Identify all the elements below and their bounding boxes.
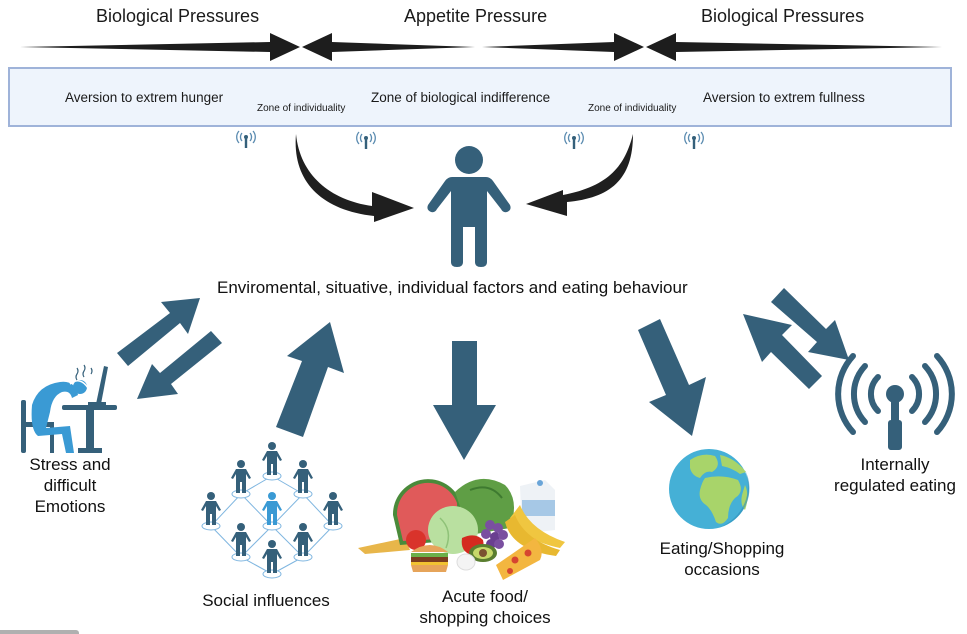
- header-right-title: Biological Pressures: [701, 6, 865, 26]
- band-segment-biological-indifference: Zone of biological indifference: [371, 90, 551, 105]
- arrow-social-to-center: [276, 322, 344, 437]
- antenna-signal-icon: [835, 353, 955, 450]
- band-segment-extreme-hunger: Aversion to extrem hunger: [65, 90, 224, 105]
- social-person-icon: [201, 492, 221, 531]
- factor-food-line1: Acute food/: [441, 587, 528, 606]
- factor-social-label: Social influences: [186, 590, 346, 611]
- curved-arrow-left: [295, 134, 414, 222]
- social-link: [271, 493, 304, 527]
- antenna-small-icon: [564, 131, 584, 149]
- header-left-title: Biological Pressures: [96, 6, 260, 26]
- social-person-icon: [231, 460, 251, 499]
- antenna-small-icon: [236, 130, 256, 148]
- pressure-arrow-appetite-left: [302, 33, 475, 61]
- factor-stress-line2: difficult: [43, 476, 97, 495]
- food-assortment-icon: [358, 478, 565, 580]
- arrow-center-to-occasions: [638, 319, 706, 436]
- factor-stress-label: Stress and difficult Emotions: [10, 454, 130, 517]
- arrow-stress-to-center: [117, 298, 200, 366]
- antenna-small-icon: [356, 131, 376, 149]
- factor-stress-line3: Emotions: [34, 497, 106, 516]
- arrow-center-to-food: [433, 341, 496, 460]
- curved-arrow-right: [526, 134, 633, 216]
- social-person-icon: [262, 492, 282, 531]
- factor-stress-line1: Stress and: [29, 455, 111, 474]
- pressure-arrow-left-biological: [20, 33, 300, 61]
- antenna-small-icon: [684, 131, 704, 149]
- factor-occasions-label: Eating/Shopping occasions: [642, 538, 802, 580]
- globe-icon: [669, 449, 750, 529]
- arrow-center-to-stress: [137, 331, 222, 399]
- social-person-icon: [293, 460, 313, 499]
- factor-occasions-line2: occasions: [684, 560, 760, 579]
- factor-internal-line1: Internally: [860, 455, 930, 474]
- social-person-icon: [231, 523, 251, 562]
- central-factors-label: Enviromental, situative, individual fact…: [217, 278, 688, 297]
- band-segment-individuality-right: Zone of individuality: [588, 103, 677, 114]
- social-link: [240, 493, 273, 527]
- pressure-arrow-right-biological: [646, 33, 942, 61]
- stressed-person-at-desk-icon: [21, 364, 117, 453]
- factor-internal-line2: regulated eating: [834, 476, 956, 495]
- band-segment-individuality-left: Zone of individuality: [257, 103, 346, 114]
- arrow-center-to-internal: [771, 288, 849, 360]
- social-person-icon: [262, 540, 282, 579]
- social-person-icon: [262, 442, 282, 481]
- social-link: [271, 525, 304, 558]
- factor-internal-label: Internally regulated eating: [820, 454, 967, 496]
- arrow-internal-to-center: [743, 314, 822, 389]
- appetite-zone-band: [8, 67, 952, 127]
- factor-social-line1: Social influences: [202, 591, 330, 610]
- factor-food-label: Acute food/ shopping choices: [395, 586, 575, 628]
- header-center-title: Appetite Pressure: [404, 6, 548, 26]
- social-person-icon: [323, 492, 343, 531]
- bottom-scroll-indicator: [0, 630, 79, 634]
- factor-occasions-line1: Eating/Shopping: [659, 539, 785, 558]
- social-person-icon: [293, 523, 313, 562]
- factor-food-line2: shopping choices: [419, 608, 551, 627]
- social-network-people-icon: [201, 442, 343, 579]
- person-icon: [427, 146, 511, 267]
- band-segment-extreme-fullness: Aversion to extrem fullness: [703, 90, 865, 105]
- social-link: [240, 525, 273, 558]
- pressure-arrow-appetite-right: [482, 33, 644, 61]
